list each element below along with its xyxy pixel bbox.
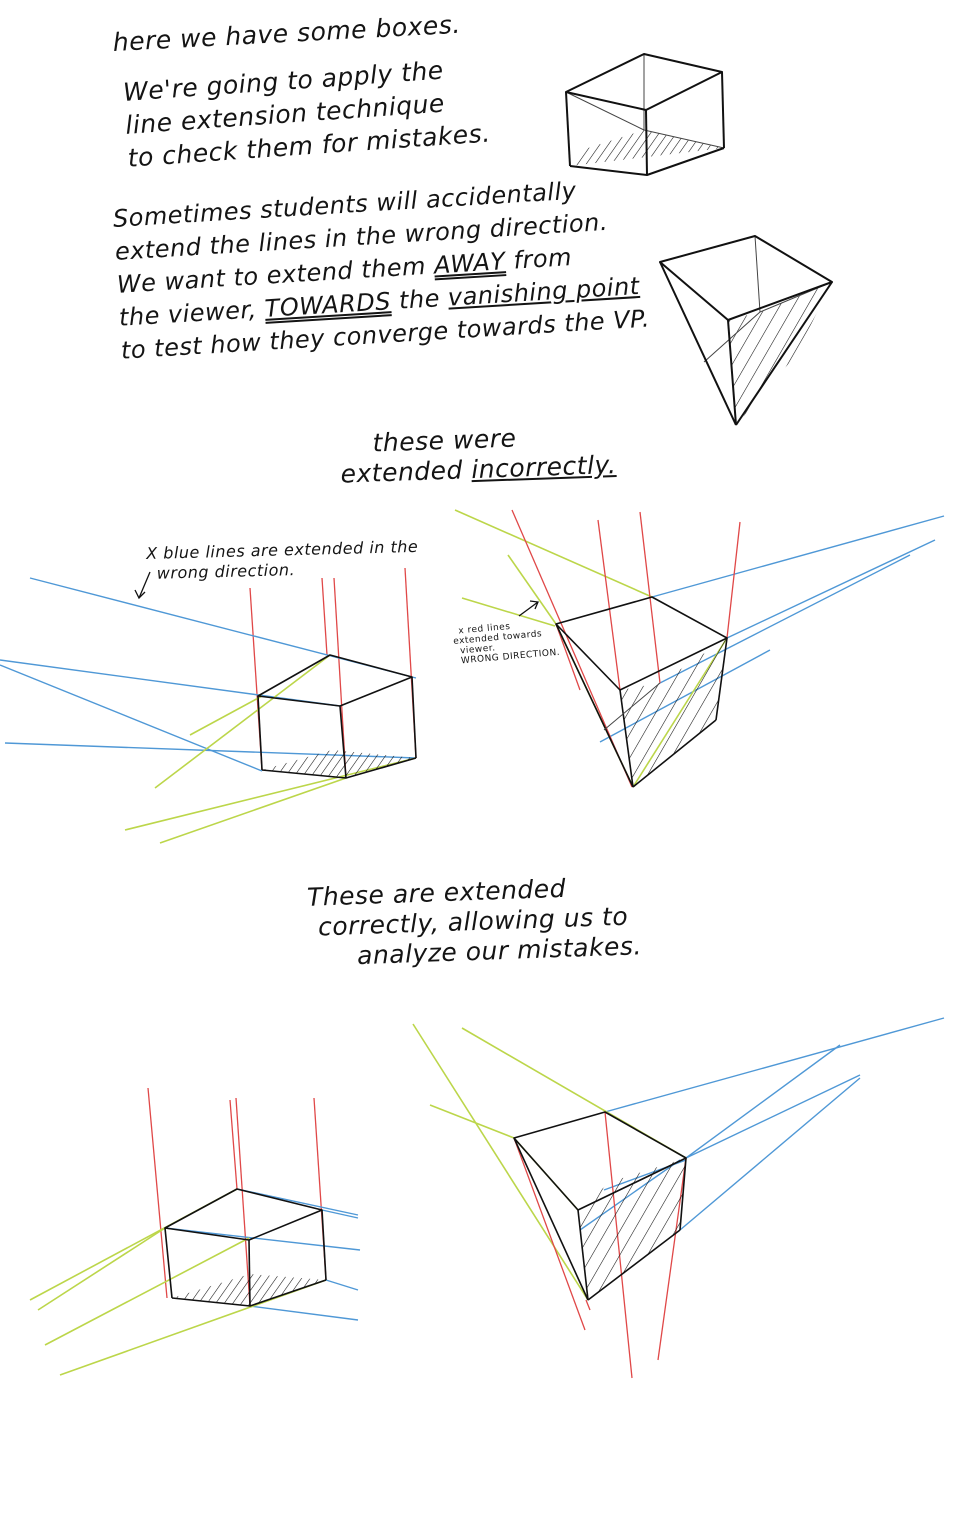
blue-note-arrow [138, 571, 151, 599]
box-1-drawing [565, 53, 725, 176]
box-6-correct-drawing [412, 1017, 945, 1379]
box-2-drawing [659, 235, 833, 426]
box-6-hatched-face [578, 1158, 686, 1300]
box-4-hatched-face [620, 638, 727, 787]
red-note-arrow [518, 601, 539, 617]
box-4-incorrect-drawing [454, 509, 945, 788]
box-3-incorrect-drawing [0, 567, 417, 844]
box-5-correct-drawing [29, 1087, 361, 1376]
box-3-hatched-face [262, 750, 416, 778]
